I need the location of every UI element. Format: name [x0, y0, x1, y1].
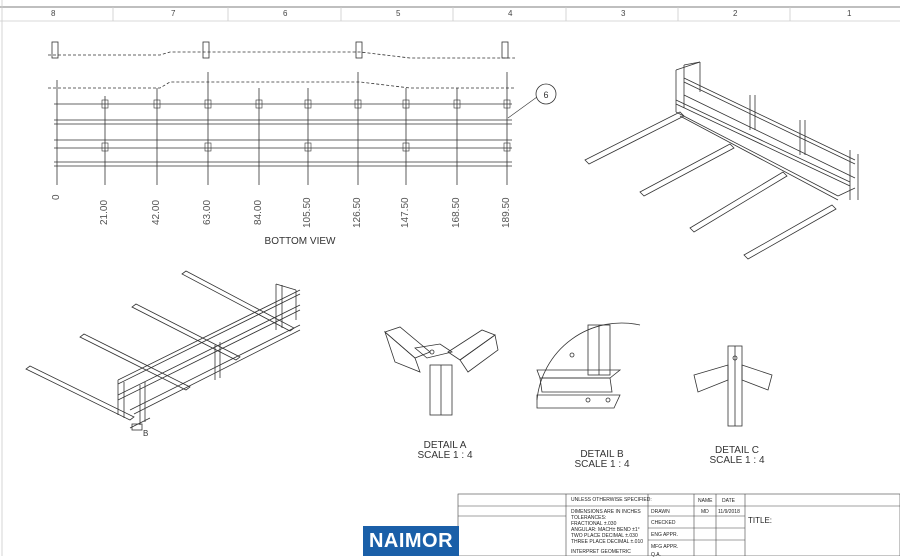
zone-label: 4 [508, 9, 513, 18]
tb-two-place: TWO PLACE DECIMAL ±.030 [571, 533, 638, 539]
callout-balloon [535, 83, 557, 105]
dimension-label: 0 [51, 194, 62, 200]
tb-dimensions: DIMENSIONS ARE IN INCHES [571, 509, 641, 515]
detail-b-title: DETAIL B [580, 449, 624, 460]
zone-label: 6 [283, 9, 288, 18]
tb-checked: CHECKED [651, 520, 676, 526]
tb-tolerances: TOLERANCES: [571, 515, 607, 521]
detail-b-view [536, 322, 641, 409]
detail-c-title: DETAIL C [715, 445, 759, 456]
tb-title-label: TITLE: [748, 516, 773, 525]
bottom-view [48, 41, 557, 185]
bottom-view-label: BOTTOM VIEW [264, 236, 336, 247]
dimension-label: 21.00 [99, 199, 110, 225]
detail-a-scale: SCALE 1 : 4 [417, 450, 473, 461]
dimension-label: 84.00 [253, 199, 264, 225]
isometric-view-top [584, 61, 859, 260]
dimension-label: 63.00 [202, 199, 213, 225]
zone-label: 1 [847, 9, 852, 18]
zone-label: 5 [396, 9, 401, 18]
tb-mfg-appr: MFG APPR. [651, 544, 679, 550]
tb-unless-specified: UNLESS OTHERWISE SPECIFIED: [571, 497, 652, 503]
tb-fractional: FRACTIONAL ±.030 [571, 521, 617, 527]
detail-c-scale: SCALE 1 : 4 [709, 455, 765, 466]
tb-interpret: INTERPRET GEOMETRIC [571, 549, 631, 555]
zone-label: 2 [733, 9, 738, 18]
zone-label: 7 [171, 9, 176, 18]
tb-drawn-date: 11/9/2018 [718, 509, 740, 515]
dimension-label: 168.50 [451, 197, 462, 228]
title-block [457, 493, 900, 556]
tb-drawn: DRAWN [651, 509, 670, 515]
tb-eng-appr: ENG APPR. [651, 532, 678, 538]
detail-c-view [693, 345, 773, 427]
detail-a-view [384, 326, 499, 416]
tb-three-place: THREE PLACE DECIMAL ±.010 [571, 539, 644, 545]
zone-label: 8 [51, 9, 56, 18]
dimension-label: 189.50 [501, 197, 512, 228]
tb-col-date: DATE [722, 498, 735, 504]
dimension-label: 147.50 [400, 197, 411, 228]
dimension-label: 126.50 [352, 197, 363, 228]
naimor-logo: NAIMOR [363, 526, 459, 556]
tb-qa: Q.A. [651, 552, 662, 558]
zone-label: 3 [621, 9, 626, 18]
callout-number: 6 [543, 90, 548, 100]
section-marker: B [143, 429, 148, 438]
tb-col-name: NAME [698, 498, 713, 504]
dimension-label: 42.00 [151, 199, 162, 225]
detail-b-scale: SCALE 1 : 4 [574, 459, 630, 470]
tb-drawn-name: MD [701, 509, 709, 515]
isometric-view-bottom [25, 270, 301, 431]
dimension-label: 105.50 [302, 197, 313, 228]
detail-a-title: DETAIL A [423, 440, 467, 451]
tb-angular: ANGULAR: MACH± BEND ±1° [571, 527, 640, 533]
